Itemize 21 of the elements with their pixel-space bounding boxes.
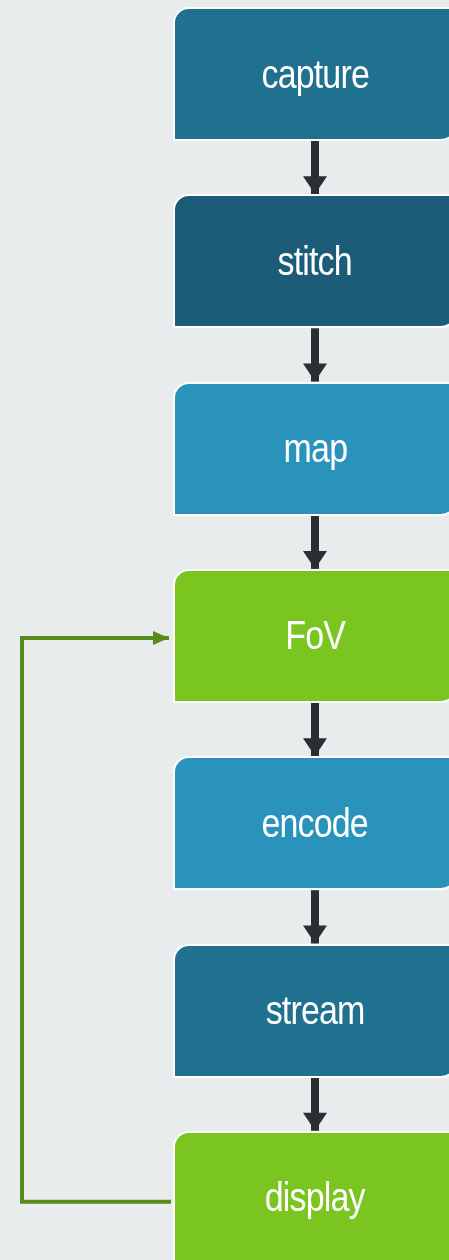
arrow	[303, 890, 327, 944]
process-box	[173, 756, 449, 891]
arrow	[303, 328, 327, 382]
step-label: stitch	[277, 238, 353, 284]
process-box	[173, 381, 449, 516]
process-box	[173, 194, 449, 329]
step-label: stream	[265, 988, 365, 1033]
arrow	[303, 141, 327, 195]
process-box	[173, 568, 449, 703]
step-label: display	[265, 1175, 365, 1221]
process-box	[173, 7, 449, 141]
arrow	[303, 515, 327, 569]
step-label: map	[283, 426, 347, 472]
process-box	[173, 943, 449, 1078]
arrow	[303, 702, 327, 757]
step-label: capture	[261, 51, 369, 97]
step-label: FoV	[285, 613, 345, 659]
process-box	[173, 1130, 449, 1260]
step-label: encode	[261, 800, 369, 846]
arrow	[303, 1077, 327, 1131]
arrow	[20, 630, 171, 1204]
